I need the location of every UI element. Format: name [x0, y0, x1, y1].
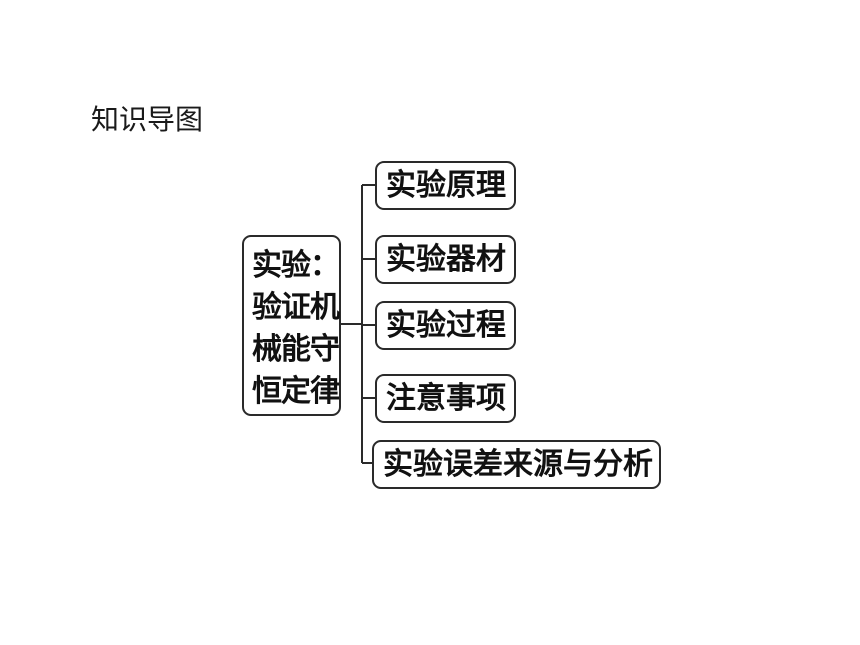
- branch-node-precautions: 注意事项: [375, 374, 516, 423]
- branch-node-principle: 实验原理: [375, 161, 516, 210]
- root-node-line: 验证机: [252, 290, 340, 325]
- branch-node-error-analysis: 实验误差来源与分析: [372, 440, 661, 489]
- root-node: 实验： 验证机 械能守 恒定律: [242, 235, 341, 416]
- root-node-line: 实验：: [252, 248, 340, 283]
- page-title: 知识导图: [91, 103, 204, 136]
- branch-node-procedure: 实验过程: [375, 301, 516, 350]
- root-node-line: 恒定律: [252, 374, 340, 409]
- root-node-line: 械能守: [252, 332, 340, 367]
- branch-node-equipment: 实验器材: [375, 235, 516, 284]
